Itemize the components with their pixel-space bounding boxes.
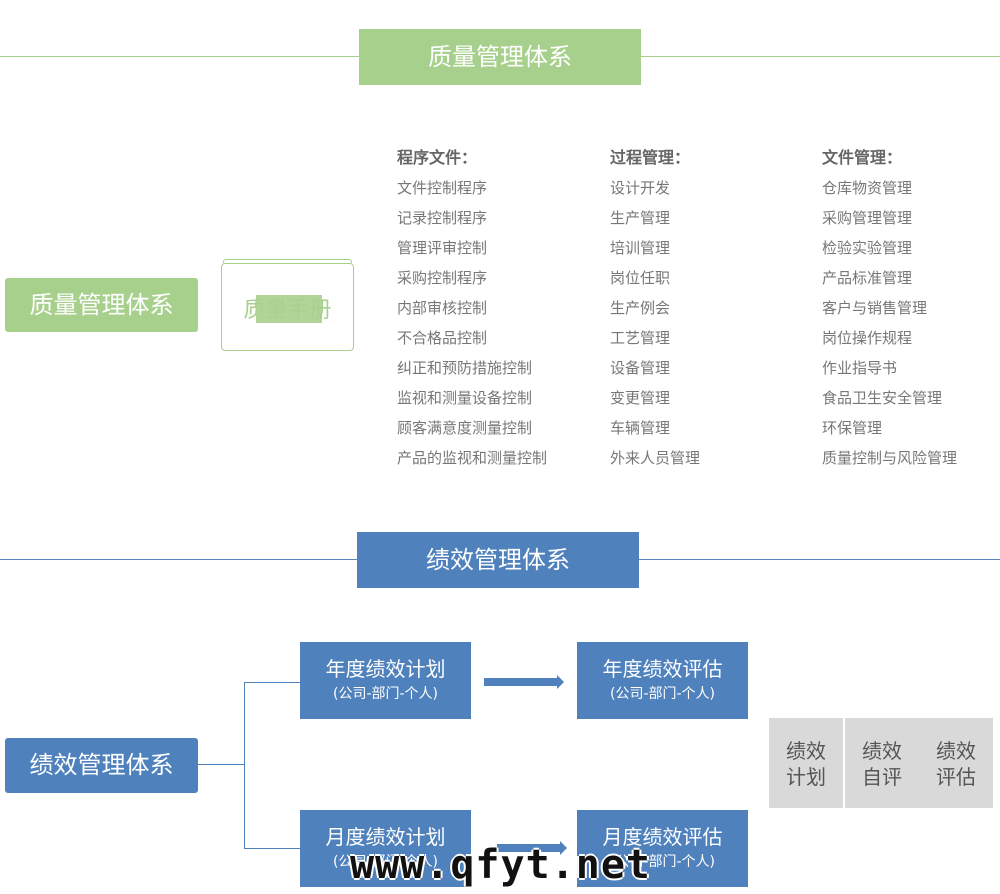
quality-manual-stack bbox=[223, 259, 352, 263]
list-item: 质量控制与风险管理 bbox=[822, 449, 958, 467]
performance-banner: 绩效管理体系 bbox=[357, 532, 639, 588]
monthly-review-box: 月度绩效评估 (公司-部门-个人) bbox=[577, 810, 748, 887]
list-item: 记录控制程序 bbox=[397, 209, 488, 227]
monthly-plan-scope: (公司-部门-个人) bbox=[332, 854, 439, 870]
list-item: 岗位操作规程 bbox=[822, 329, 913, 347]
list-item: 仓库物资管理 bbox=[822, 179, 913, 197]
annual-plan-scope: (公司-部门-个人) bbox=[332, 686, 439, 702]
list-item: 不合格品控制 bbox=[397, 329, 488, 347]
monthly-arrow bbox=[497, 841, 567, 855]
list-item: 外来人员管理 bbox=[610, 449, 701, 467]
annual-arrow bbox=[484, 675, 564, 689]
list-item: 车辆管理 bbox=[610, 419, 671, 437]
performance-divider-right bbox=[638, 559, 1000, 560]
tree-connector-top bbox=[244, 682, 300, 683]
list-item: 采购管理管理 bbox=[822, 209, 913, 227]
cycle-box-line1: 绩效 bbox=[786, 739, 826, 763]
column-title: 程序文件： bbox=[397, 148, 478, 167]
list-item: 文件控制程序 bbox=[397, 179, 488, 197]
annual-plan-box: 年度绩效计划 (公司-部门-个人) bbox=[300, 642, 471, 719]
list-item: 设备管理 bbox=[610, 359, 671, 377]
list-item: 食品卫生安全管理 bbox=[822, 389, 943, 407]
cycle-box-line2: 评估 bbox=[936, 765, 976, 789]
document-mgmt-column: 文件管理： 仓库物资管理 采购管理管理 检验实验管理 产品标准管理 客户与销售管… bbox=[822, 146, 957, 476]
cycle-box-line2: 自评 bbox=[862, 765, 902, 789]
list-item: 工艺管理 bbox=[610, 329, 671, 347]
quality-divider-right bbox=[640, 56, 1000, 57]
cycle-box-plan: 绩效 计划 bbox=[769, 718, 843, 808]
procedure-docs-column: 程序文件： 文件控制程序 记录控制程序 管理评审控制 采购控制程序 内部审核控制… bbox=[397, 146, 547, 476]
list-item: 检验实验管理 bbox=[822, 239, 913, 257]
performance-divider-left bbox=[0, 559, 358, 560]
list-item: 监视和测量设备控制 bbox=[397, 389, 533, 407]
list-item: 产品的监视和测量控制 bbox=[397, 449, 548, 467]
monthly-review-scope: (公司-部门-个人) bbox=[609, 854, 716, 870]
cycle-box-review: 绩效 评估 bbox=[919, 718, 993, 808]
watermark-text: www.qfyt.net bbox=[350, 842, 651, 888]
cycle-box-line1: 绩效 bbox=[862, 739, 902, 763]
tree-connector-stem bbox=[198, 764, 244, 765]
list-item: 设计开发 bbox=[610, 179, 671, 197]
tree-connector-vertical bbox=[244, 682, 245, 849]
quality-divider-left bbox=[0, 56, 360, 57]
performance-system-box: 绩效管理体系 bbox=[5, 738, 198, 793]
cycle-box-self-review: 绩效 自评 bbox=[845, 718, 919, 808]
list-item: 培训管理 bbox=[610, 239, 671, 257]
process-mgmt-column: 过程管理： 设计开发 生产管理 培训管理 岗位任职 生产例会 工艺管理 设备管理… bbox=[610, 146, 700, 476]
annual-plan-title: 年度绩效计划 bbox=[325, 657, 446, 681]
list-item: 变更管理 bbox=[610, 389, 671, 407]
annual-review-scope: (公司-部门-个人) bbox=[609, 686, 716, 702]
list-item: 纠正和预防措施控制 bbox=[397, 359, 533, 377]
list-item: 作业指导书 bbox=[822, 359, 898, 377]
monthly-plan-title: 月度绩效计划 bbox=[325, 825, 446, 849]
list-item: 生产例会 bbox=[610, 299, 671, 317]
column-title: 文件管理： bbox=[822, 148, 903, 167]
list-item: 岗位任职 bbox=[610, 269, 671, 287]
annual-review-box: 年度绩效评估 (公司-部门-个人) bbox=[577, 642, 748, 719]
monthly-review-title: 月度绩效评估 bbox=[602, 825, 723, 849]
list-item: 环保管理 bbox=[822, 419, 883, 437]
list-item: 生产管理 bbox=[610, 209, 671, 227]
list-item: 产品标准管理 bbox=[822, 269, 913, 287]
list-item: 管理评审控制 bbox=[397, 239, 488, 257]
quality-manual-label-overlay bbox=[256, 295, 322, 323]
quality-banner: 质量管理体系 bbox=[359, 29, 641, 85]
cycle-box-line2: 计划 bbox=[786, 765, 826, 789]
list-item: 内部审核控制 bbox=[397, 299, 488, 317]
list-item: 顾客满意度测量控制 bbox=[397, 419, 533, 437]
list-item: 采购控制程序 bbox=[397, 269, 488, 287]
cycle-box-line1: 绩效 bbox=[936, 739, 976, 763]
annual-review-title: 年度绩效评估 bbox=[602, 657, 723, 681]
monthly-plan-box: 月度绩效计划 (公司-部门-个人) bbox=[300, 810, 471, 887]
quality-system-box: 质量管理体系 bbox=[5, 278, 198, 332]
list-item: 客户与销售管理 bbox=[822, 299, 928, 317]
column-title: 过程管理： bbox=[610, 148, 691, 167]
tree-connector-bottom bbox=[244, 848, 300, 849]
